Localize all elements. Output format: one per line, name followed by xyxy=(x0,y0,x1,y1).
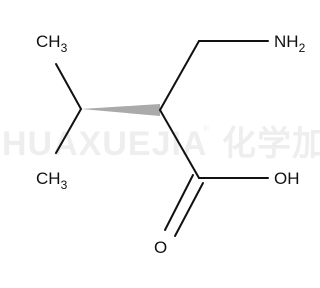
watermark-registered-mark: ® xyxy=(203,124,209,133)
bond-chiral-center-to-methylene xyxy=(159,40,200,111)
bonds xyxy=(55,40,269,237)
bond-top-methyl-to-isopropyl-carbon xyxy=(55,63,82,110)
atom-label-top-methyl: CH3 xyxy=(36,32,68,55)
watermark-text: HUAXUEJIA xyxy=(2,125,207,163)
double-bond-line-1 xyxy=(164,174,194,231)
watermark: HUAXUEJIA ® 化学加 xyxy=(2,124,320,163)
watermark-cjk-text: 化学加 xyxy=(222,124,320,163)
atom-label-carbonyl-oxygen: O xyxy=(154,238,167,257)
bond-isopropyl-carbon-to-bottom-methyl xyxy=(55,108,82,154)
atom-label-bottom-methyl: CH3 xyxy=(36,169,68,192)
atom-labels: CH3 CH3 NH2 OH O xyxy=(36,32,306,257)
double-bond-line-2 xyxy=(174,182,204,237)
bond-chiral-center-to-carboxyl-carbon xyxy=(159,109,200,179)
atom-label-amine: NH2 xyxy=(274,32,306,55)
atom-label-hydroxyl: OH xyxy=(274,169,300,188)
wedge-bond-chiral-center xyxy=(81,104,160,116)
